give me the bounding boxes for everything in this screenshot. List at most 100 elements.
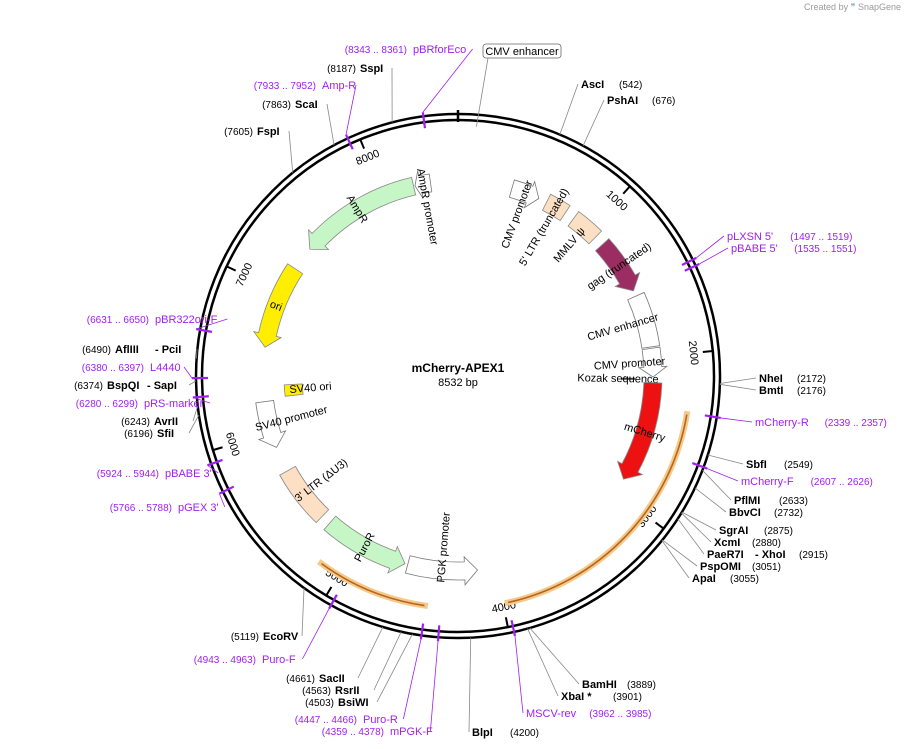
primer-mscv-rev: MSCV-rev(3962 .. 3985)	[526, 708, 651, 720]
primer-puro-f: (4943 .. 4963)Puro-F	[194, 654, 296, 666]
primer-mpgk-f-range: (4359 .. 4378)	[322, 727, 384, 738]
feature-pgk-promoter	[404, 555, 479, 586]
primer-plxsn-5-range: (1497 .. 1519)	[790, 232, 852, 243]
primer-mpgk-f-name: mPGK-F	[390, 726, 433, 738]
site-paer7i-name: PaeR7I	[707, 549, 744, 561]
primer-pbr322ori-f-leader	[196, 318, 228, 330]
site-pflmi: PflMI(2633)	[734, 495, 808, 507]
primer-mcherry-f-mark	[691, 462, 708, 470]
feature-ori-label: ori	[268, 298, 284, 314]
site-apai-leader	[661, 540, 690, 579]
site-afliii-name: AflIII	[115, 344, 139, 356]
site-bamhi-leader	[529, 627, 580, 685]
feature-kozak-sequence-label: Kozak sequence	[577, 372, 659, 386]
site-sgrai: SgrAI (2875)	[719, 525, 793, 537]
primer-pbabe-5-mark	[684, 263, 700, 272]
site-bmti-pos: (2176)	[797, 386, 826, 397]
site-pspomi: PspOMI(3051)	[700, 561, 781, 573]
feature-sv40-ori	[283, 383, 304, 397]
site-asci-name: AscI	[581, 79, 604, 91]
site-apai: ApaI(3055)	[692, 573, 759, 585]
primer-mpgk-f-mark	[436, 625, 441, 642]
feature-cmv-enhancer	[627, 291, 661, 349]
site-scai-leader	[326, 103, 335, 146]
site-bamhi-pos: (3889)	[627, 680, 656, 691]
leader-layer	[183, 48, 757, 733]
primer-mcherry-r-leader	[720, 417, 753, 423]
feature-sv40-promoter	[255, 399, 287, 448]
site-bspqi-leader	[188, 380, 197, 386]
site-sfii-pos: (6196)	[124, 429, 153, 440]
site-sbfi-pos: (2549)	[784, 460, 813, 471]
site-paer7i-name2: - XhoI	[755, 549, 786, 561]
feature-cmv-enhancer-label: CMV enhancer	[485, 46, 559, 58]
primer-mcherry-r-range: (2339 .. 2357)	[825, 418, 887, 429]
snapgene-logo-icon: ❞	[850, 2, 856, 12]
site-xbai-leader	[527, 628, 559, 697]
credit-brand: SnapGene	[857, 2, 901, 12]
tick-mark	[654, 521, 665, 530]
tick-mark	[622, 185, 631, 195]
feature-cmv-promoter	[508, 179, 540, 209]
feature-mmlv-label: MMLV ψ	[551, 225, 587, 265]
site-rsrii: (4563)RsrII	[302, 685, 359, 697]
site-pflmi-pos: (2633)	[779, 496, 808, 507]
primer-puro-r: (4447 .. 4466)Puro-R	[295, 714, 398, 726]
feature-cmv-promoter-label: CMV promoter	[593, 356, 666, 373]
primer-mcherry-r: mCherry-R(2339 .. 2357)	[755, 417, 887, 429]
primer-mpgk-f: (4359 .. 4378) mPGK-F	[322, 726, 433, 738]
feature-ampr-promoter-label: AmpR promoter	[414, 168, 440, 247]
site-pspomi-leader	[662, 539, 698, 567]
primer-pgex-3-leader	[219, 493, 226, 508]
primer-l4440-name: L4440	[150, 362, 181, 374]
plasmid-center: mCherry-APEX1 8532 bp	[412, 361, 505, 389]
primer-pbabe-5-range: (1535 .. 1551)	[794, 244, 856, 255]
site-sgrai-pos: (2875)	[764, 526, 793, 537]
primer-puro-r-leader	[403, 639, 422, 720]
site-bamhi: BamHI(3889)	[582, 679, 656, 691]
feature-gag-truncated	[594, 238, 641, 292]
tick-mark	[325, 586, 333, 597]
site-sgrai-name: SgrAI	[719, 525, 748, 537]
highlight-line	[321, 562, 425, 607]
primer-pbabe-5-name: pBABE 5'	[731, 243, 778, 255]
site-xcmi-name: XcmI	[714, 537, 740, 549]
feature-ori	[252, 263, 304, 348]
site-bspqi-name2: - SapI	[147, 380, 177, 392]
site-xbai: XbaI *(3901)	[561, 691, 642, 703]
site-bbvci-name: BbvCI	[729, 507, 761, 519]
feature-mmlv	[567, 211, 603, 245]
feature-ampr	[308, 176, 417, 250]
primer-pbabe-3-name: pBABE 3'	[165, 468, 212, 480]
site-avrii: (6243)AvrII	[121, 416, 178, 428]
backbone-layer	[194, 110, 722, 640]
site-apai-name: ApaI	[692, 573, 716, 585]
tick-mark	[702, 349, 713, 353]
site-paer7i-leader	[677, 518, 705, 555]
plasmid-size: 8532 bp	[438, 377, 478, 389]
site-rsrii-name: RsrII	[335, 685, 359, 697]
site-ecorv: (5119)EcoRV	[231, 631, 299, 643]
site-sfii-name: SfiI	[157, 428, 174, 440]
primer-l4440-leader	[183, 366, 193, 379]
site-afliii-pos: (6490)	[82, 345, 111, 356]
primer-pbabe-3-range: (5924 .. 5944)	[97, 469, 159, 480]
primer-puro-r-mark	[419, 623, 425, 640]
site-nhei: NheI(2172)	[759, 373, 826, 385]
tick-mark	[226, 265, 237, 272]
primer-mpgk-f-leader	[430, 641, 439, 732]
feature-cmv-enhancer-leader	[475, 57, 489, 127]
site-scai-pos: (7863)	[262, 100, 291, 111]
feature-puror	[323, 515, 406, 574]
primer-puro-f-name: Puro-F	[262, 654, 296, 666]
primer-pgex-3: (5766 .. 5788)pGEX 3'	[110, 502, 219, 514]
site-xcmi-pos: (2880)	[752, 538, 781, 549]
feature-5-ltr-truncated	[541, 193, 571, 222]
primer-puro-f-mark	[328, 594, 338, 610]
primer-mscv-rev-leader	[514, 635, 524, 714]
site-xcmi: XcmI (2880)	[714, 537, 781, 549]
primer-pbrforeco-range: (8343 .. 8361)	[345, 45, 407, 56]
tick-label: 8000	[354, 148, 381, 168]
tick-label: 7000	[234, 261, 255, 288]
primer-pbr322ori-f: (6631 .. 6650)pBR322ori-F	[87, 314, 218, 326]
